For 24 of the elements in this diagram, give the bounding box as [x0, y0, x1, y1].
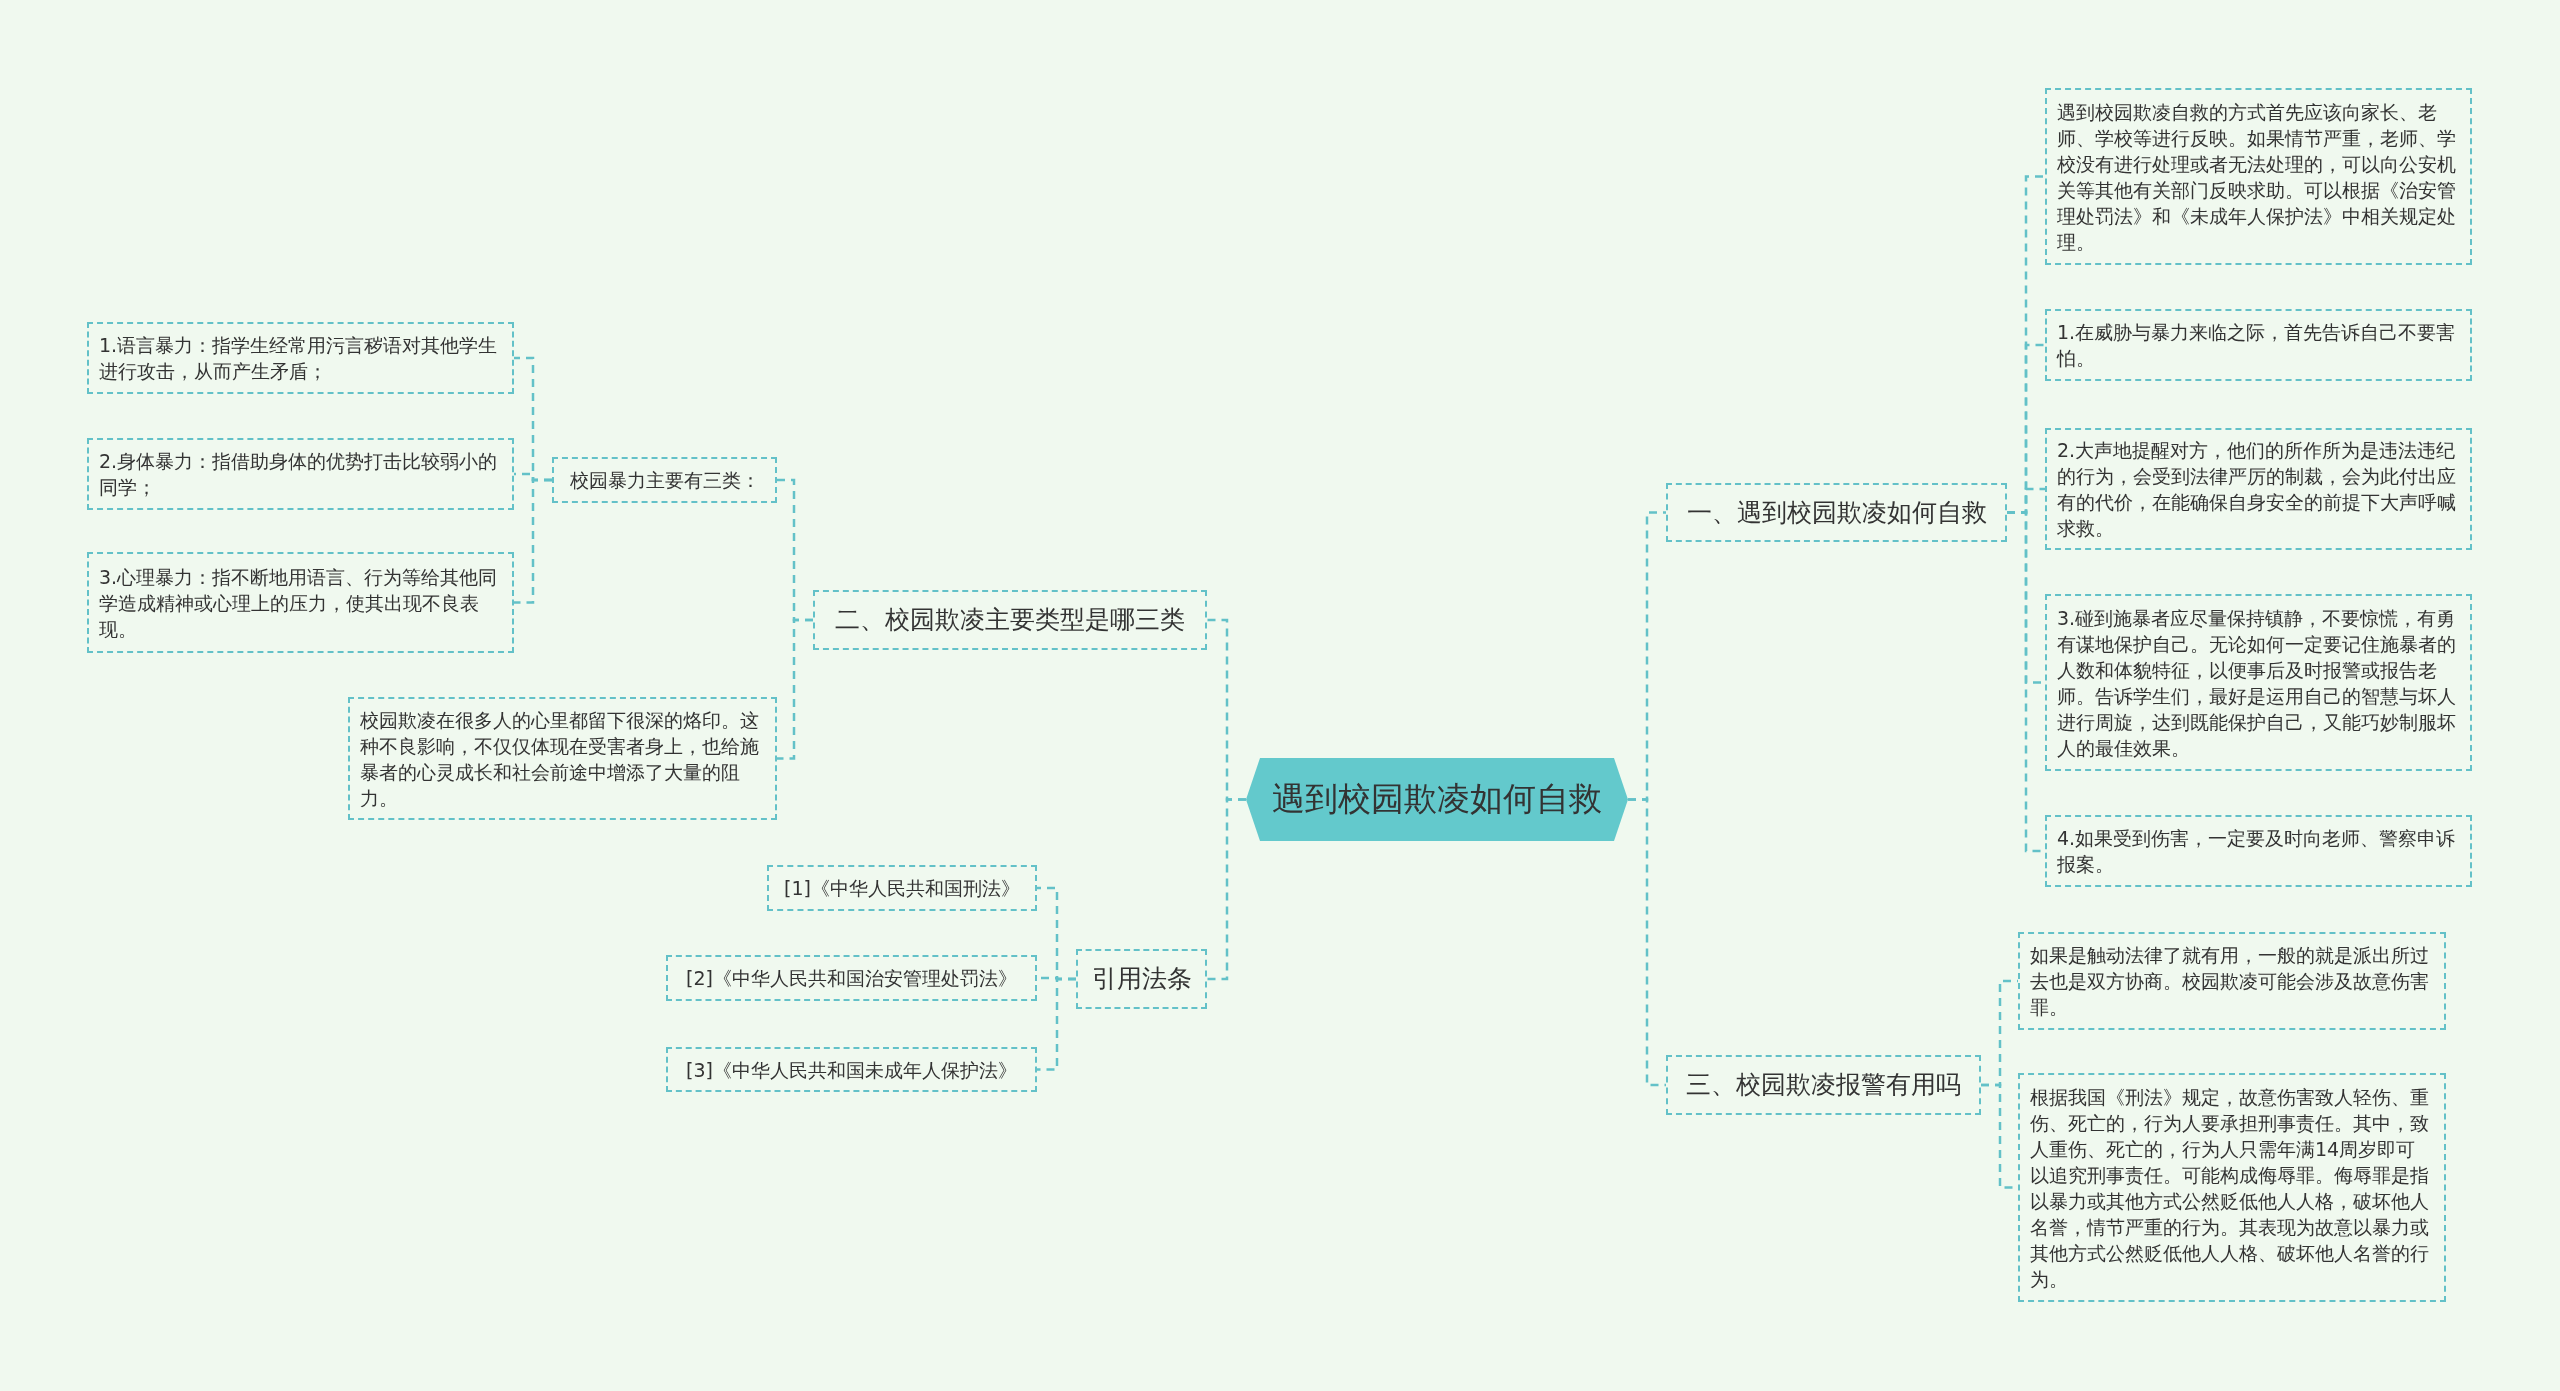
text-box: 1.在威胁与暴力来临之际，首先告诉自己不要害怕。 — [2045, 309, 2472, 381]
text-box: 1.语言暴力：指学生经常用污言秽语对其他学生进行攻击，从而产生矛盾； — [87, 322, 514, 394]
central-topic: 遇到校园欺凌如何自救 — [1246, 758, 1628, 841]
text-box: 2.身体暴力：指借助身体的优势打击比较弱小的同学； — [87, 438, 514, 510]
subtopic-box: [2]《中华人民共和国治安管理处罚法》 — [666, 955, 1037, 1001]
subtopic-box: 校园暴力主要有三类： — [552, 457, 777, 503]
text-box: 如果是触动法律了就有用，一般的就是派出所过去也是双方协商。校园欺凌可能会涉及故意伤害罪。 — [2018, 932, 2446, 1030]
topic-box: 三、校园欺凌报警有用吗 — [1666, 1055, 1981, 1115]
topic-box: 二、校园欺凌主要类型是哪三类 — [813, 590, 1207, 650]
text-box: 3.心理暴力：指不断地用语言、行为等给其他同学造成精神或心理上的压力，使其出现不良表现。 — [87, 552, 514, 653]
subtopic-box: [1]《中华人民共和国刑法》 — [767, 865, 1037, 911]
text-box: 4.如果受到伤害，一定要及时向老师、警察申诉报案。 — [2045, 815, 2472, 887]
text-box: 遇到校园欺凌自救的方式首先应该向家长、老师、学校等进行反映。如果情节严重，老师、学校没有进行处理或者无法处理的，可以向公安机关等其他有关部门反映求助。可以根据《治安管理处罚法》和《未成年人保护法》中相关规定处理。 — [2045, 88, 2472, 265]
connector-line — [1628, 798, 1666, 1087]
text-box: 2.大声地提醒对方，他们的所作所为是违法违纪的行为，会受到法律严厉的制裁，会为此付出应有的代价，在能确保自身安全的前提下大声呼喊求救。 — [2045, 428, 2472, 550]
text-box: 3.碰到施暴者应尽量保持镇静，不要惊慌，有勇有谋地保护自己。无论如何一定要记住施暴者的人数和体貌特征，以便事后及时报警或报告老师。告诉学生们，最好是运用自己的智慧与坏人进行周旋，达到既能保护自己，又能巧妙制服坏人的最佳效果。 — [2045, 594, 2472, 771]
subtopic-box: [3]《中华人民共和国未成年人保护法》 — [666, 1047, 1037, 1092]
connector-line — [1037, 977, 1076, 1071]
topic-box: 一、遇到校园欺凌如何自救 — [1666, 483, 2007, 542]
connector-line — [1207, 798, 1246, 981]
text-box: 校园欺凌在很多人的心里都留下很深的烙印。这种不良影响，不仅仅体现在受害者身上，也给施暴者的心灵成长和社会前途中增添了大量的阻力。 — [348, 697, 777, 820]
topic-box: 引用法条 — [1076, 949, 1207, 1009]
connector-line — [514, 478, 552, 604]
text-box: 根据我国《刑法》规定，故意伤害致人轻伤、重伤、死亡的，行为人要承担刑事责任。其中，致人重伤、死亡的，行为人只需年满14周岁即可以追究刑事责任。可能构成侮辱罪。侮辱罪是指以暴力或其他方式公然贬低他人人格，破坏他人名誉，情节严重的行为。其表现为故意以暴力或其他方式公然贬低他人人格、破坏他人名誉的行为。 — [2018, 1073, 2446, 1302]
